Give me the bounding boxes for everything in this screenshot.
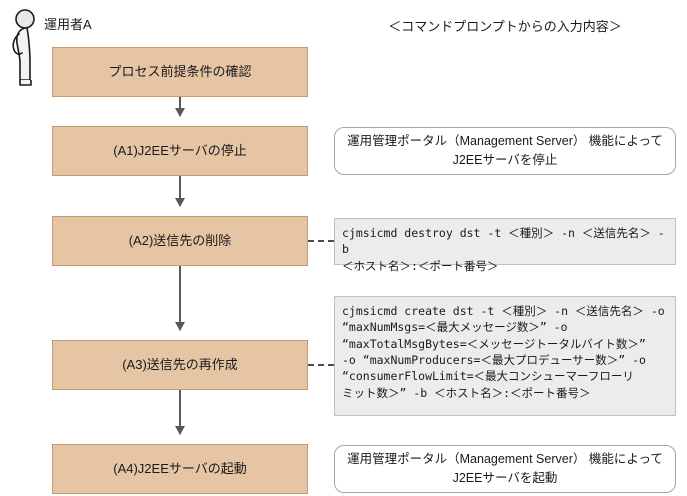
right-column-title: ＜コマンドプロンプトからの入力内容＞	[388, 19, 622, 34]
process-box-a4[interactable]: (A4)J2EEサーバの起動	[52, 444, 308, 494]
note-a4-management-server: 運用管理ポータル（Management Server） 機能によってJ2EEサー…	[334, 445, 676, 493]
flow-arrow-4	[175, 390, 185, 435]
flow-arrow-2	[175, 176, 185, 207]
process-box-a2[interactable]: (A2)送信先の削除	[52, 216, 308, 266]
flow-arrow-3	[175, 266, 185, 331]
command-a3-create-dst[interactable]: cjmsicmd create dst -t ＜種別＞ -n ＜送信先名＞ -o…	[334, 296, 676, 416]
flow-arrow-1	[175, 97, 185, 117]
person-standing-icon	[6, 8, 42, 88]
process-box-precondition[interactable]: プロセス前提条件の確認	[52, 47, 308, 97]
command-a2-destroy-dst[interactable]: cjmsicmd destroy dst -t ＜種別＞ -n ＜送信先名＞ -…	[334, 218, 676, 273]
dashed-connector-a3	[308, 364, 334, 366]
process-box-a3[interactable]: (A3)送信先の再作成	[52, 340, 308, 390]
process-box-a1[interactable]: (A1)J2EEサーバの停止	[52, 126, 308, 176]
actor-label: 運用者A	[44, 17, 92, 32]
note-a1-management-server: 運用管理ポータル（Management Server） 機能によってJ2EEサー…	[334, 127, 676, 175]
dashed-connector-a2	[308, 240, 334, 242]
